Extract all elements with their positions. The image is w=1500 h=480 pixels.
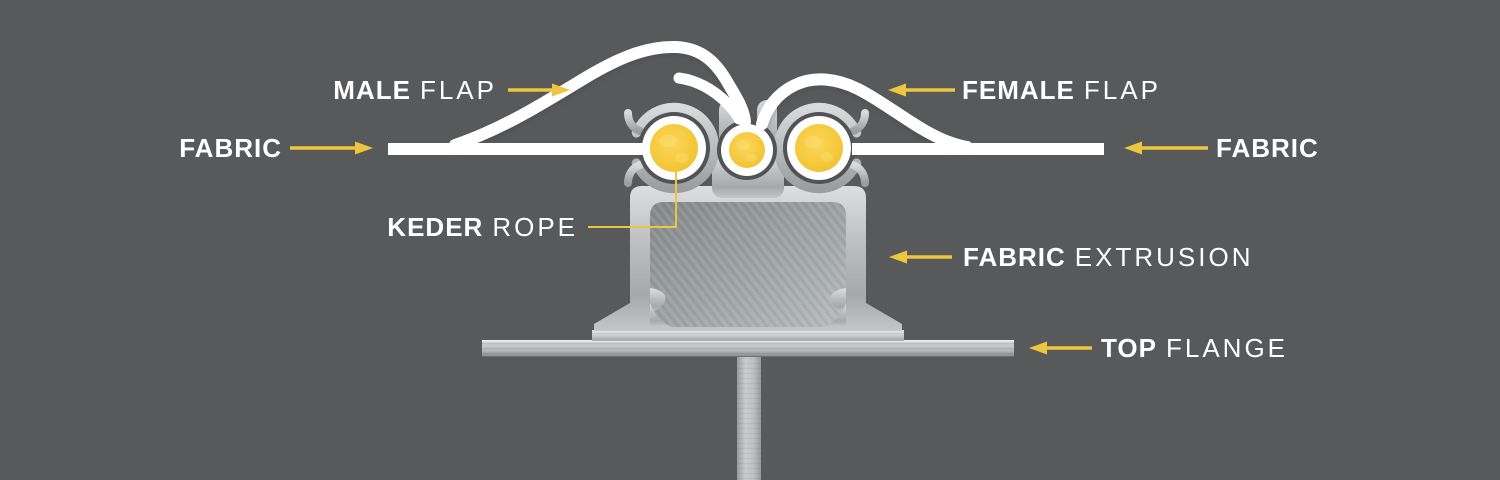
fabric-right-label-bold: FABRIC	[1216, 133, 1319, 163]
keder-rope-label-bold: KEDER	[387, 212, 484, 242]
extrusion-ear-right	[773, 102, 869, 194]
keder-rope-right	[795, 124, 843, 172]
male-flap-curve	[449, 40, 751, 151]
male-flap-tail	[673, 72, 745, 125]
female-flap-label-light: FLAP	[1083, 75, 1161, 105]
fabric-right-arrow-left-icon	[1124, 141, 1208, 155]
fabric-left-label: FABRIC	[179, 135, 282, 161]
top-flange-label: TOP FLANGE	[1101, 335, 1288, 361]
fabric	[388, 40, 1104, 155]
fabric-extrusion-label-bold: FABRIC	[963, 242, 1066, 272]
top-flange-label-bold: TOP	[1101, 333, 1157, 363]
female-flap-label: FEMALE FLAP	[962, 77, 1161, 103]
keder-rope-middle	[729, 132, 765, 168]
keder-ropes	[650, 124, 843, 172]
keder-rope-label: KEDER ROPE	[387, 214, 578, 240]
fabric-extrusion-arrow-left-icon	[889, 250, 952, 264]
female-flap-arrow-left-icon	[888, 83, 955, 97]
support-post	[737, 356, 761, 480]
female-flap-label-bold: FEMALE	[962, 75, 1075, 105]
keder-rope-label-light: ROPE	[492, 212, 578, 242]
fabric-extrusion-label: FABRIC EXTRUSION	[963, 244, 1253, 270]
extrusion-cavity	[650, 202, 846, 327]
male-flap-label-bold: MALE	[333, 75, 411, 105]
top-flange-label-light: FLANGE	[1165, 333, 1289, 363]
callout-arrows	[290, 83, 1208, 355]
male-flap-label: MALE FLAP	[333, 77, 497, 103]
fabric-left-arrow-right-icon	[290, 141, 373, 155]
extrusion-base	[592, 330, 904, 341]
fabric-extrusion-label-light: EXTRUSION	[1074, 242, 1254, 272]
top-flange-arrow-left-icon	[1029, 341, 1092, 355]
keder-rope-left	[650, 124, 698, 172]
top-flange-plate	[482, 340, 1014, 357]
keder-rope-leader-line	[588, 166, 677, 228]
male-flap-arrow-right-icon	[508, 83, 570, 97]
extrusion-ear-left	[624, 102, 720, 194]
fabric-right-label: FABRIC	[1216, 135, 1319, 161]
fabric-left-label-bold: FABRIC	[179, 133, 282, 163]
male-flap-label-light: FLAP	[419, 75, 497, 105]
female-flap-curve	[756, 73, 973, 153]
